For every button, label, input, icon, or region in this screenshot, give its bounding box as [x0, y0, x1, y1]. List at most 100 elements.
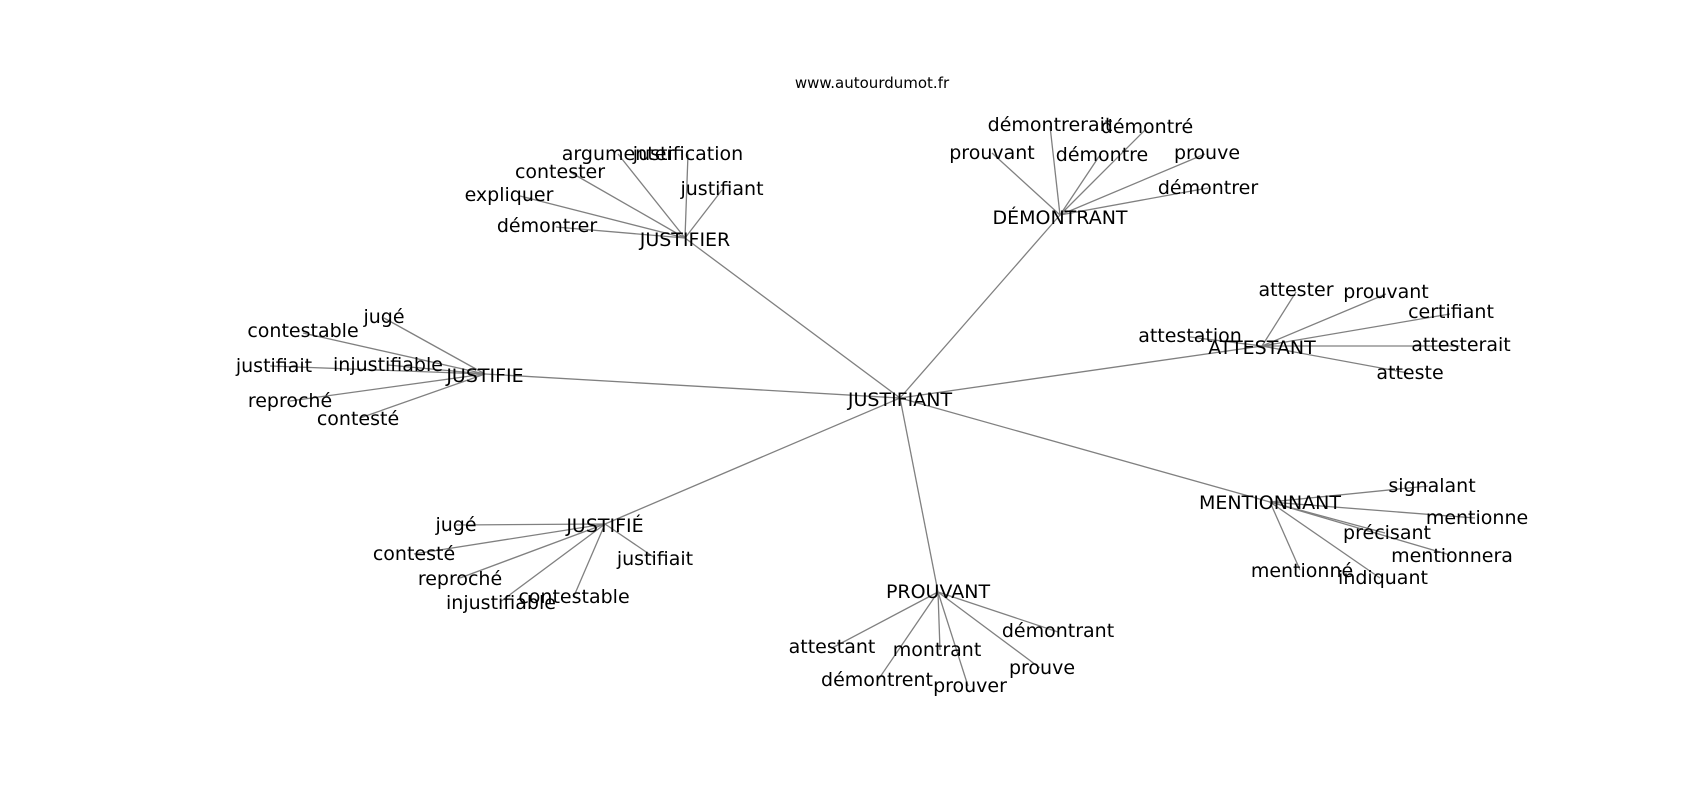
edge — [1261, 291, 1297, 347]
graph-labels: JUSTIFIANT JUSTIFIER argumenter justific… — [235, 114, 1528, 697]
edge — [937, 591, 1041, 669]
edge — [484, 373, 901, 399]
edge — [459, 523, 606, 579]
hub-word[interactable]: ATTESTANT — [1208, 337, 1316, 359]
leaf-word[interactable]: justification — [632, 143, 743, 165]
hub-word[interactable]: PROUVANT — [886, 581, 991, 603]
hub-word[interactable]: JUSTIFIER — [639, 229, 731, 251]
leaf-word[interactable]: prouvant — [949, 142, 1035, 164]
leaf-word[interactable]: prouve — [1009, 657, 1075, 679]
edge — [1049, 125, 1061, 216]
edge — [937, 591, 941, 651]
leaf-word[interactable]: mentionnera — [1391, 545, 1513, 567]
edge — [877, 591, 939, 681]
leaf-word[interactable]: signalant — [1388, 475, 1475, 497]
edge — [302, 332, 486, 375]
edge — [455, 523, 606, 526]
edge — [1059, 187, 1209, 216]
leaf-word[interactable]: contesté — [317, 408, 399, 430]
edge — [617, 153, 686, 239]
leaf-word[interactable]: reproché — [418, 568, 502, 590]
leaf-word[interactable]: mentionné — [1251, 560, 1353, 582]
leaf-word[interactable]: démontrer — [497, 215, 597, 237]
edge — [1059, 154, 1101, 216]
leaf-word[interactable]: reproché — [248, 390, 332, 412]
leaf-word[interactable]: démontrerait — [988, 114, 1113, 136]
leaf-word[interactable]: attester — [1258, 279, 1333, 301]
leaf-word[interactable]: certifiant — [1408, 301, 1494, 323]
edge — [684, 189, 723, 239]
edge — [573, 523, 606, 597]
leaf-word[interactable]: jugé — [434, 514, 476, 536]
edge — [1261, 293, 1387, 347]
edge — [937, 591, 1059, 633]
leaf-word[interactable]: jugé — [362, 306, 404, 328]
leaf-word[interactable]: atteste — [1376, 362, 1443, 384]
edge — [1269, 501, 1301, 571]
leaf-word[interactable]: mentionne — [1426, 507, 1528, 529]
edge — [937, 591, 969, 687]
leaf-word[interactable]: expliquer — [465, 184, 554, 206]
center-word[interactable]: JUSTIFIANT — [847, 389, 953, 411]
hub-word[interactable]: DÉMONTRANT — [992, 206, 1127, 229]
edge — [1269, 501, 1451, 556]
leaf-word[interactable]: argumenter — [562, 143, 675, 165]
edge — [269, 365, 486, 375]
edge — [684, 153, 689, 239]
edge — [1269, 485, 1429, 503]
leaf-word[interactable]: démontre — [1056, 144, 1148, 166]
leaf-word[interactable]: contester — [515, 161, 605, 183]
edge — [899, 397, 1271, 503]
edge — [604, 397, 901, 525]
edge — [991, 152, 1061, 216]
leaf-word[interactable]: attestant — [789, 636, 876, 658]
leaf-word[interactable]: prouve — [1174, 142, 1240, 164]
edge — [831, 591, 939, 649]
source-label: www.autourdumot.fr — [795, 74, 950, 92]
leaf-word[interactable]: injustifiable — [446, 592, 556, 614]
leaf-word[interactable]: démontrer — [1158, 177, 1258, 199]
edge — [1269, 501, 1381, 579]
leaf-word[interactable]: démontré — [1101, 116, 1193, 138]
hub-word[interactable]: JUSTIFIÉ — [565, 514, 643, 537]
edge — [519, 195, 686, 239]
leaf-word[interactable]: contestable — [247, 320, 358, 342]
edge — [684, 237, 901, 399]
leaf-word[interactable]: attesterait — [1411, 334, 1510, 356]
edge — [289, 373, 486, 402]
leaf-word[interactable]: précisant — [1343, 522, 1431, 544]
leaf-word[interactable]: démontrent — [821, 669, 933, 691]
edge — [1059, 153, 1206, 216]
edge — [899, 214, 1061, 399]
edge — [899, 397, 939, 593]
edge — [499, 523, 606, 603]
edge — [569, 171, 686, 239]
edge — [413, 523, 606, 555]
leaf-word[interactable]: injustifiable — [333, 354, 443, 376]
edge — [1261, 345, 1409, 374]
leaf-word[interactable]: justifiant — [679, 178, 763, 200]
edge — [604, 523, 656, 559]
leaf-word[interactable]: contestable — [518, 586, 629, 608]
hub-word[interactable]: JUSTIFIE — [445, 365, 523, 387]
edge — [387, 364, 486, 375]
leaf-word[interactable]: prouver — [933, 675, 1007, 697]
leaf-word[interactable]: justifiait — [235, 355, 312, 377]
edge — [359, 373, 486, 419]
leaf-word[interactable]: montrant — [893, 639, 982, 661]
edge — [1059, 129, 1146, 216]
leaf-word[interactable]: contesté — [373, 543, 455, 565]
edge — [1189, 336, 1263, 347]
leaf-word[interactable]: indiquant — [1338, 567, 1428, 589]
hub-word[interactable]: MENTIONNANT — [1199, 492, 1341, 514]
leaf-word[interactable]: démontrant — [1002, 620, 1114, 642]
leaf-word[interactable]: justifiait — [616, 548, 693, 570]
leaf-word[interactable]: prouvant — [1343, 281, 1429, 303]
edge — [1261, 313, 1451, 347]
edge — [383, 317, 486, 375]
edge — [555, 226, 686, 239]
leaf-word[interactable]: attestation — [1138, 325, 1242, 347]
graph-edges — [269, 125, 1476, 687]
edge — [899, 345, 1263, 399]
